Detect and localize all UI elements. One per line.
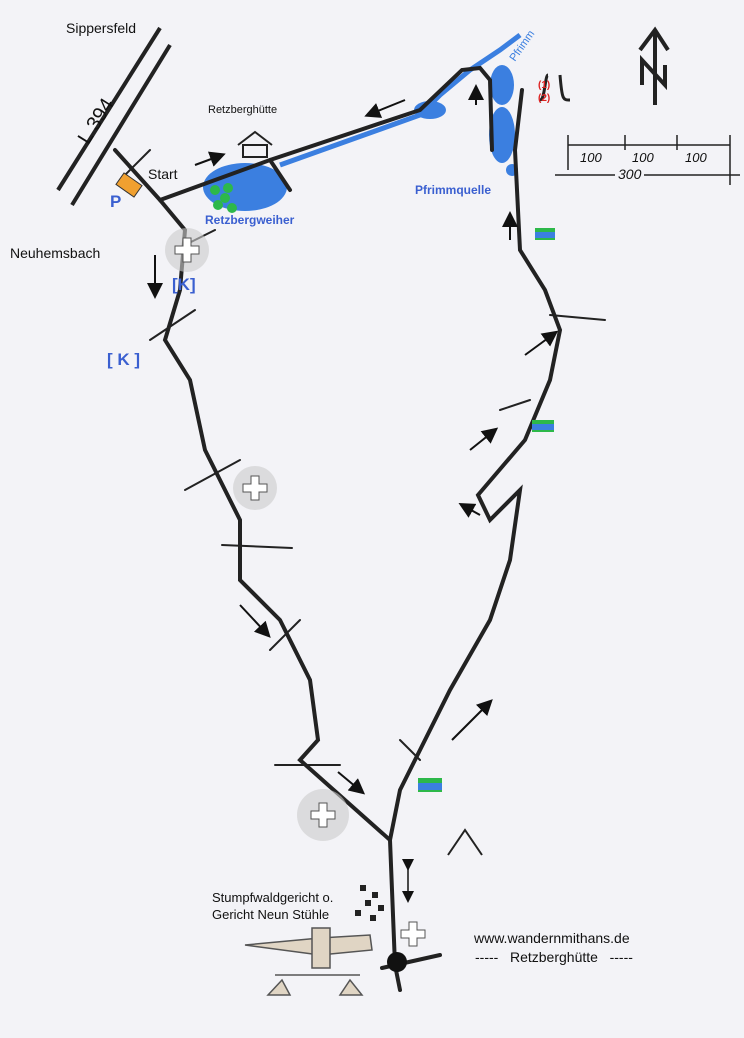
waymarks <box>418 228 555 792</box>
label-start: Start <box>148 166 178 182</box>
direction-arrows <box>147 84 559 795</box>
scale-bar <box>555 135 740 185</box>
hut-icon <box>237 130 273 158</box>
label-pond: Retzbergweiher <box>205 213 295 227</box>
scale-total: 300 <box>615 166 645 182</box>
junction-marker <box>387 952 407 972</box>
shelter-icon <box>447 828 483 856</box>
label-neuhemsbach: Neuhemsbach <box>10 245 101 261</box>
label-k1: [K] <box>172 275 196 294</box>
label-hut: Retzberghütte <box>208 104 278 116</box>
label-k2: [ K ] <box>107 350 141 369</box>
cross-icons <box>165 228 426 947</box>
pfrimm-stream <box>279 33 522 168</box>
footer-website: www.wandernmithans.de <box>474 930 630 946</box>
label-marker-1: (1) <box>538 80 551 91</box>
footer-title: ----- Retzberghütte ----- <box>475 949 633 965</box>
court-sword-icon <box>244 927 373 996</box>
label-spring: Pfrimmquelle <box>415 183 492 197</box>
trail <box>113 65 606 992</box>
parking-symbol <box>115 172 143 198</box>
scale-label-2: 100 <box>632 150 654 165</box>
gate-symbol <box>539 73 571 102</box>
scale-label-1: 100 <box>580 150 602 165</box>
label-court-1: Stumpfwaldgericht o. <box>212 890 334 905</box>
label-sippersfeld: Sippersfeld <box>66 20 137 36</box>
trees-icon <box>210 183 237 213</box>
label-court-2: Gericht Neun Stühle <box>212 907 330 922</box>
label-parking: P <box>110 192 122 211</box>
stones-icon <box>355 885 384 921</box>
road-l394 <box>56 26 172 207</box>
scale-label-3: 100 <box>685 150 707 165</box>
label-marker-2: (2) <box>538 93 551 104</box>
north-arrow-icon <box>638 26 670 105</box>
